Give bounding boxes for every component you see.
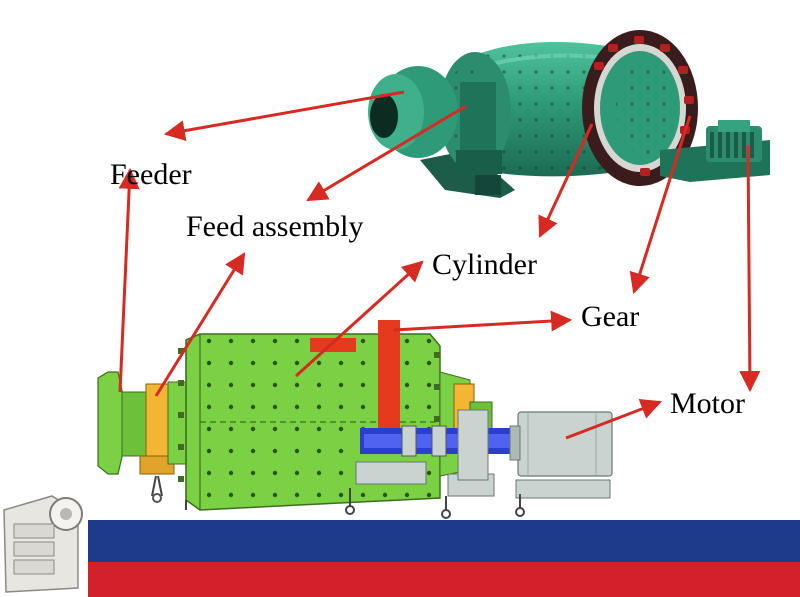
label-motor: Motor: [670, 387, 745, 420]
footer-bands: [0, 520, 800, 597]
arrow-gear-drawing: [393, 310, 573, 332]
arrow-motor-photo: [739, 145, 761, 393]
label-cylinder: Cylinder: [432, 248, 537, 281]
ball-mill-photo: [368, 30, 770, 198]
arrow-feeder-drawing: [118, 167, 140, 393]
label-gear: Gear: [581, 300, 640, 333]
label-feeder: Feeder: [110, 158, 192, 191]
callout-arrows: [118, 90, 761, 440]
drawing-motor: [517, 411, 613, 477]
arrow-feed-assembly-drawing: [154, 252, 246, 397]
arrow-feeder-photo: [163, 90, 405, 142]
drawing-gear: [378, 320, 400, 450]
arrow-gear-photo: [629, 115, 692, 295]
ball-mill-drawing: [97, 320, 613, 519]
label-feed-assembly: Feed assembly: [186, 210, 364, 243]
arrow-feed-assembly-photo: [306, 104, 467, 202]
jaw-crusher-logo: [0, 495, 88, 597]
arrow-cylinder-drawing: [294, 260, 424, 378]
arrow-cylinder-photo: [538, 123, 594, 238]
arrow-motor-drawing: [565, 398, 662, 440]
